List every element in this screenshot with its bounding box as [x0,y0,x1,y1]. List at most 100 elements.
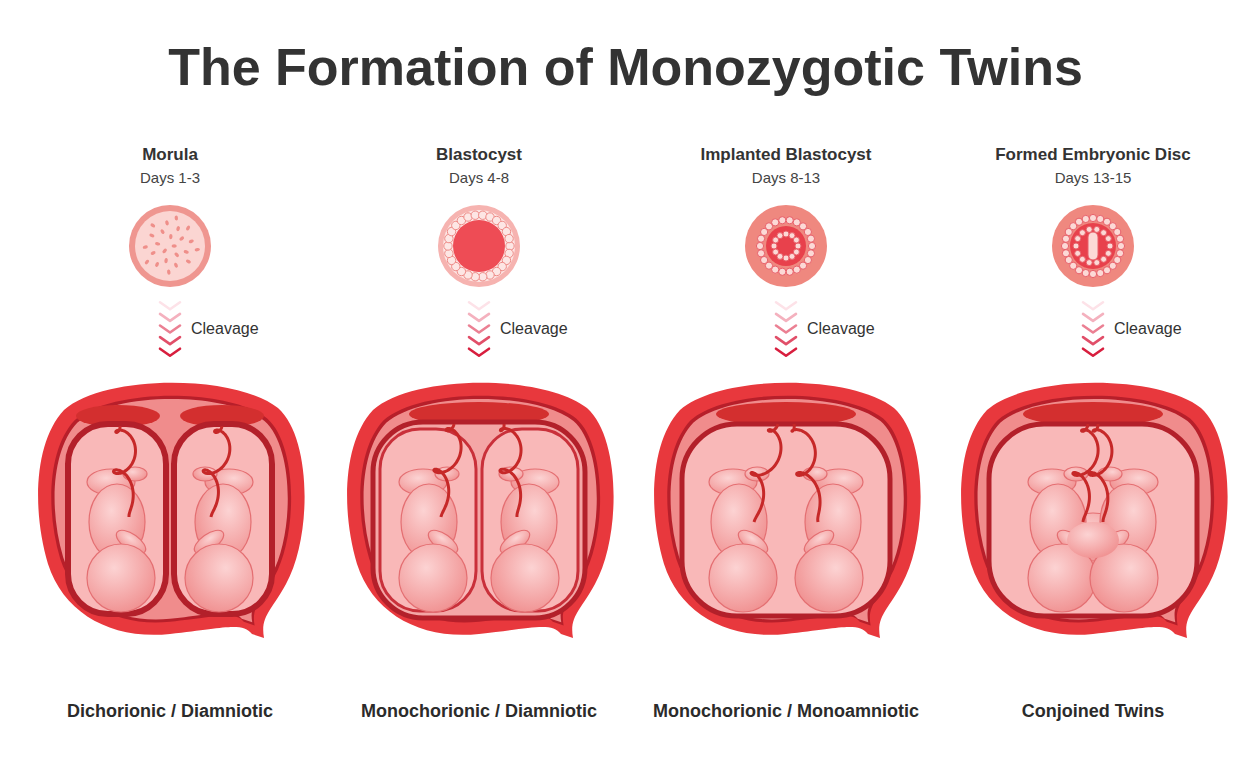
chevron [469,326,489,333]
chevron [1083,302,1103,309]
inner-cell-ring [777,233,783,239]
cell-illustration [745,205,827,287]
stage-days: Days 1-3 [140,168,200,188]
cell-nucleus [176,226,181,232]
cell-illustration [129,205,211,287]
twin-type-label: Dichorionic / Diamniotic [67,699,273,723]
trophoblast [443,210,515,282]
chorion-amnion-sac [68,424,166,614]
cell-ring [1075,218,1082,225]
chevron [776,337,796,344]
chevron [1083,337,1103,344]
cell-ring [807,250,814,257]
cell-outer [129,205,211,287]
cell-ring [786,268,793,275]
cell-ring [1097,215,1104,222]
stage-name: Implanted Blastocyst [701,144,872,166]
cell-ring [786,217,793,224]
chevron [776,326,796,333]
inner-cell-ring [1075,236,1081,242]
blastocoel [453,220,505,272]
cell-ring [1089,270,1096,277]
fetus-head [87,544,155,612]
cell-nucleus [172,244,177,247]
twin-type-node: Monochorionic / Diamniotic [329,372,629,723]
uterine-cavity [55,399,288,622]
cell-ring [757,250,764,257]
cell-ring [1116,235,1123,242]
cleavage-arrow [160,302,180,355]
cell-ring [1089,214,1096,221]
cell-inner [135,211,205,281]
chevron [469,302,489,309]
trophoblast-cell [505,234,513,242]
inner-cell-ring [771,243,777,249]
cleavage-arrow [1083,302,1103,355]
cell-nucleus [174,252,180,258]
cell-nucleus [185,259,191,264]
cell-ring [757,235,764,242]
cell-ring [1082,215,1089,222]
cell-nucleus [169,234,173,239]
cavity [766,226,806,266]
stage-name: Blastocyst [436,144,522,166]
uterine-lining [360,396,600,626]
fetus-head [709,544,777,612]
cell-ring [1062,235,1069,242]
cell-nucleus [188,239,194,244]
twin-type-label: Monochorionic / Diamniotic [361,699,597,723]
stage-node: BlastocystDays 4-8 [359,144,599,288]
cell-ring [1103,267,1110,274]
umbilical-cord [792,424,820,522]
cell-ring [1062,250,1069,257]
stage-days: Days 13-15 [1055,168,1132,188]
stage-node: MorulaDays 1-3 [50,144,290,288]
cell-ring [804,228,811,235]
cell-ring [779,268,786,275]
shared-sac [682,424,890,616]
cleavage-arrow [776,302,796,355]
uterine-cavity [978,399,1211,622]
inner-cell-ring [1094,260,1100,266]
edge-label: Cleavage [500,319,568,339]
fetus [87,467,155,612]
stage-name: Formed Embryonic Disc [995,144,1191,166]
cell-ring [1117,242,1124,249]
inner-cell-ring [1105,236,1111,242]
inner-cell-ring [773,249,779,255]
cell-outer [745,205,827,287]
cell-ring [779,217,786,224]
cell-ring [793,266,800,273]
cell-figure [128,204,212,288]
inner-cell-ring [1079,230,1085,236]
uterine-lining [667,396,907,626]
stage-node: Formed Embryonic DiscDays 13-15 [973,144,1213,288]
fetus-head [491,544,559,612]
uterus-figure [20,372,320,647]
cell-nucleus [150,223,156,229]
cell-nucleus [194,248,200,252]
inner-cell-ring [1086,260,1092,266]
inner-cell-ring [1101,256,1107,262]
inner-cavity [778,238,794,254]
twin-type-node: Dichorionic / Diamniotic [20,372,320,723]
cell-nucleus [179,236,185,242]
fetus [709,467,777,612]
umbilical-cord [1089,424,1112,522]
cell-illustration [1052,205,1134,287]
cell-nucleus [155,242,161,246]
fetus [399,467,467,612]
uterine-cavity [364,399,597,622]
stage-days: Days 8-13 [752,168,820,188]
uterine-cavity [671,399,904,622]
cell-nucleus [149,233,155,238]
uterus-figure [329,372,629,647]
inner-cell-ring [1107,243,1113,249]
chevron [160,302,180,309]
inner-cell-ring [1101,230,1107,236]
stage-name: Morula [142,144,198,166]
cell-ring [807,235,814,242]
inner-cavity [1080,233,1106,259]
